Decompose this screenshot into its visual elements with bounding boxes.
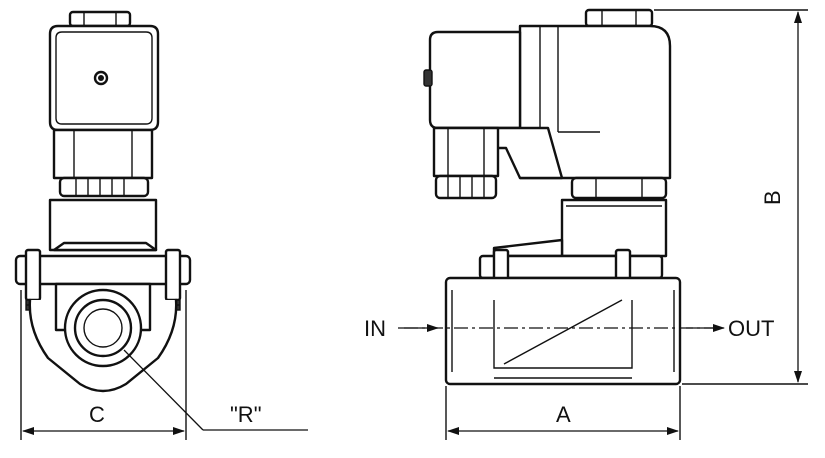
side-valve-body bbox=[444, 276, 682, 386]
dimension-b bbox=[654, 9, 808, 385]
side-lower-nut bbox=[570, 176, 668, 200]
dimension-c bbox=[20, 290, 187, 440]
r-leader bbox=[123, 349, 308, 431]
front-lower-nut bbox=[58, 176, 150, 198]
label-b: B bbox=[760, 190, 785, 205]
front-coil-box bbox=[48, 24, 160, 132]
label-in: IN bbox=[364, 316, 386, 341]
front-coil-body bbox=[52, 128, 154, 180]
side-connector-plug bbox=[423, 30, 564, 180]
front-view: "R" C bbox=[14, 10, 308, 440]
side-bonnet bbox=[560, 198, 668, 258]
side-view: IN OUT A B bbox=[364, 8, 808, 440]
label-c: C bbox=[89, 402, 105, 427]
label-r: "R" bbox=[230, 402, 262, 427]
front-bonnet bbox=[48, 198, 158, 252]
side-top-nut bbox=[584, 8, 654, 28]
side-coil-body bbox=[518, 24, 672, 180]
label-a: A bbox=[556, 402, 571, 427]
label-out: OUT bbox=[728, 316, 774, 341]
dimension-a bbox=[445, 386, 681, 440]
side-cable-gland bbox=[434, 174, 498, 200]
front-top-nut bbox=[68, 10, 132, 28]
front-valve-body bbox=[28, 282, 178, 393]
front-flange bbox=[14, 248, 192, 311]
